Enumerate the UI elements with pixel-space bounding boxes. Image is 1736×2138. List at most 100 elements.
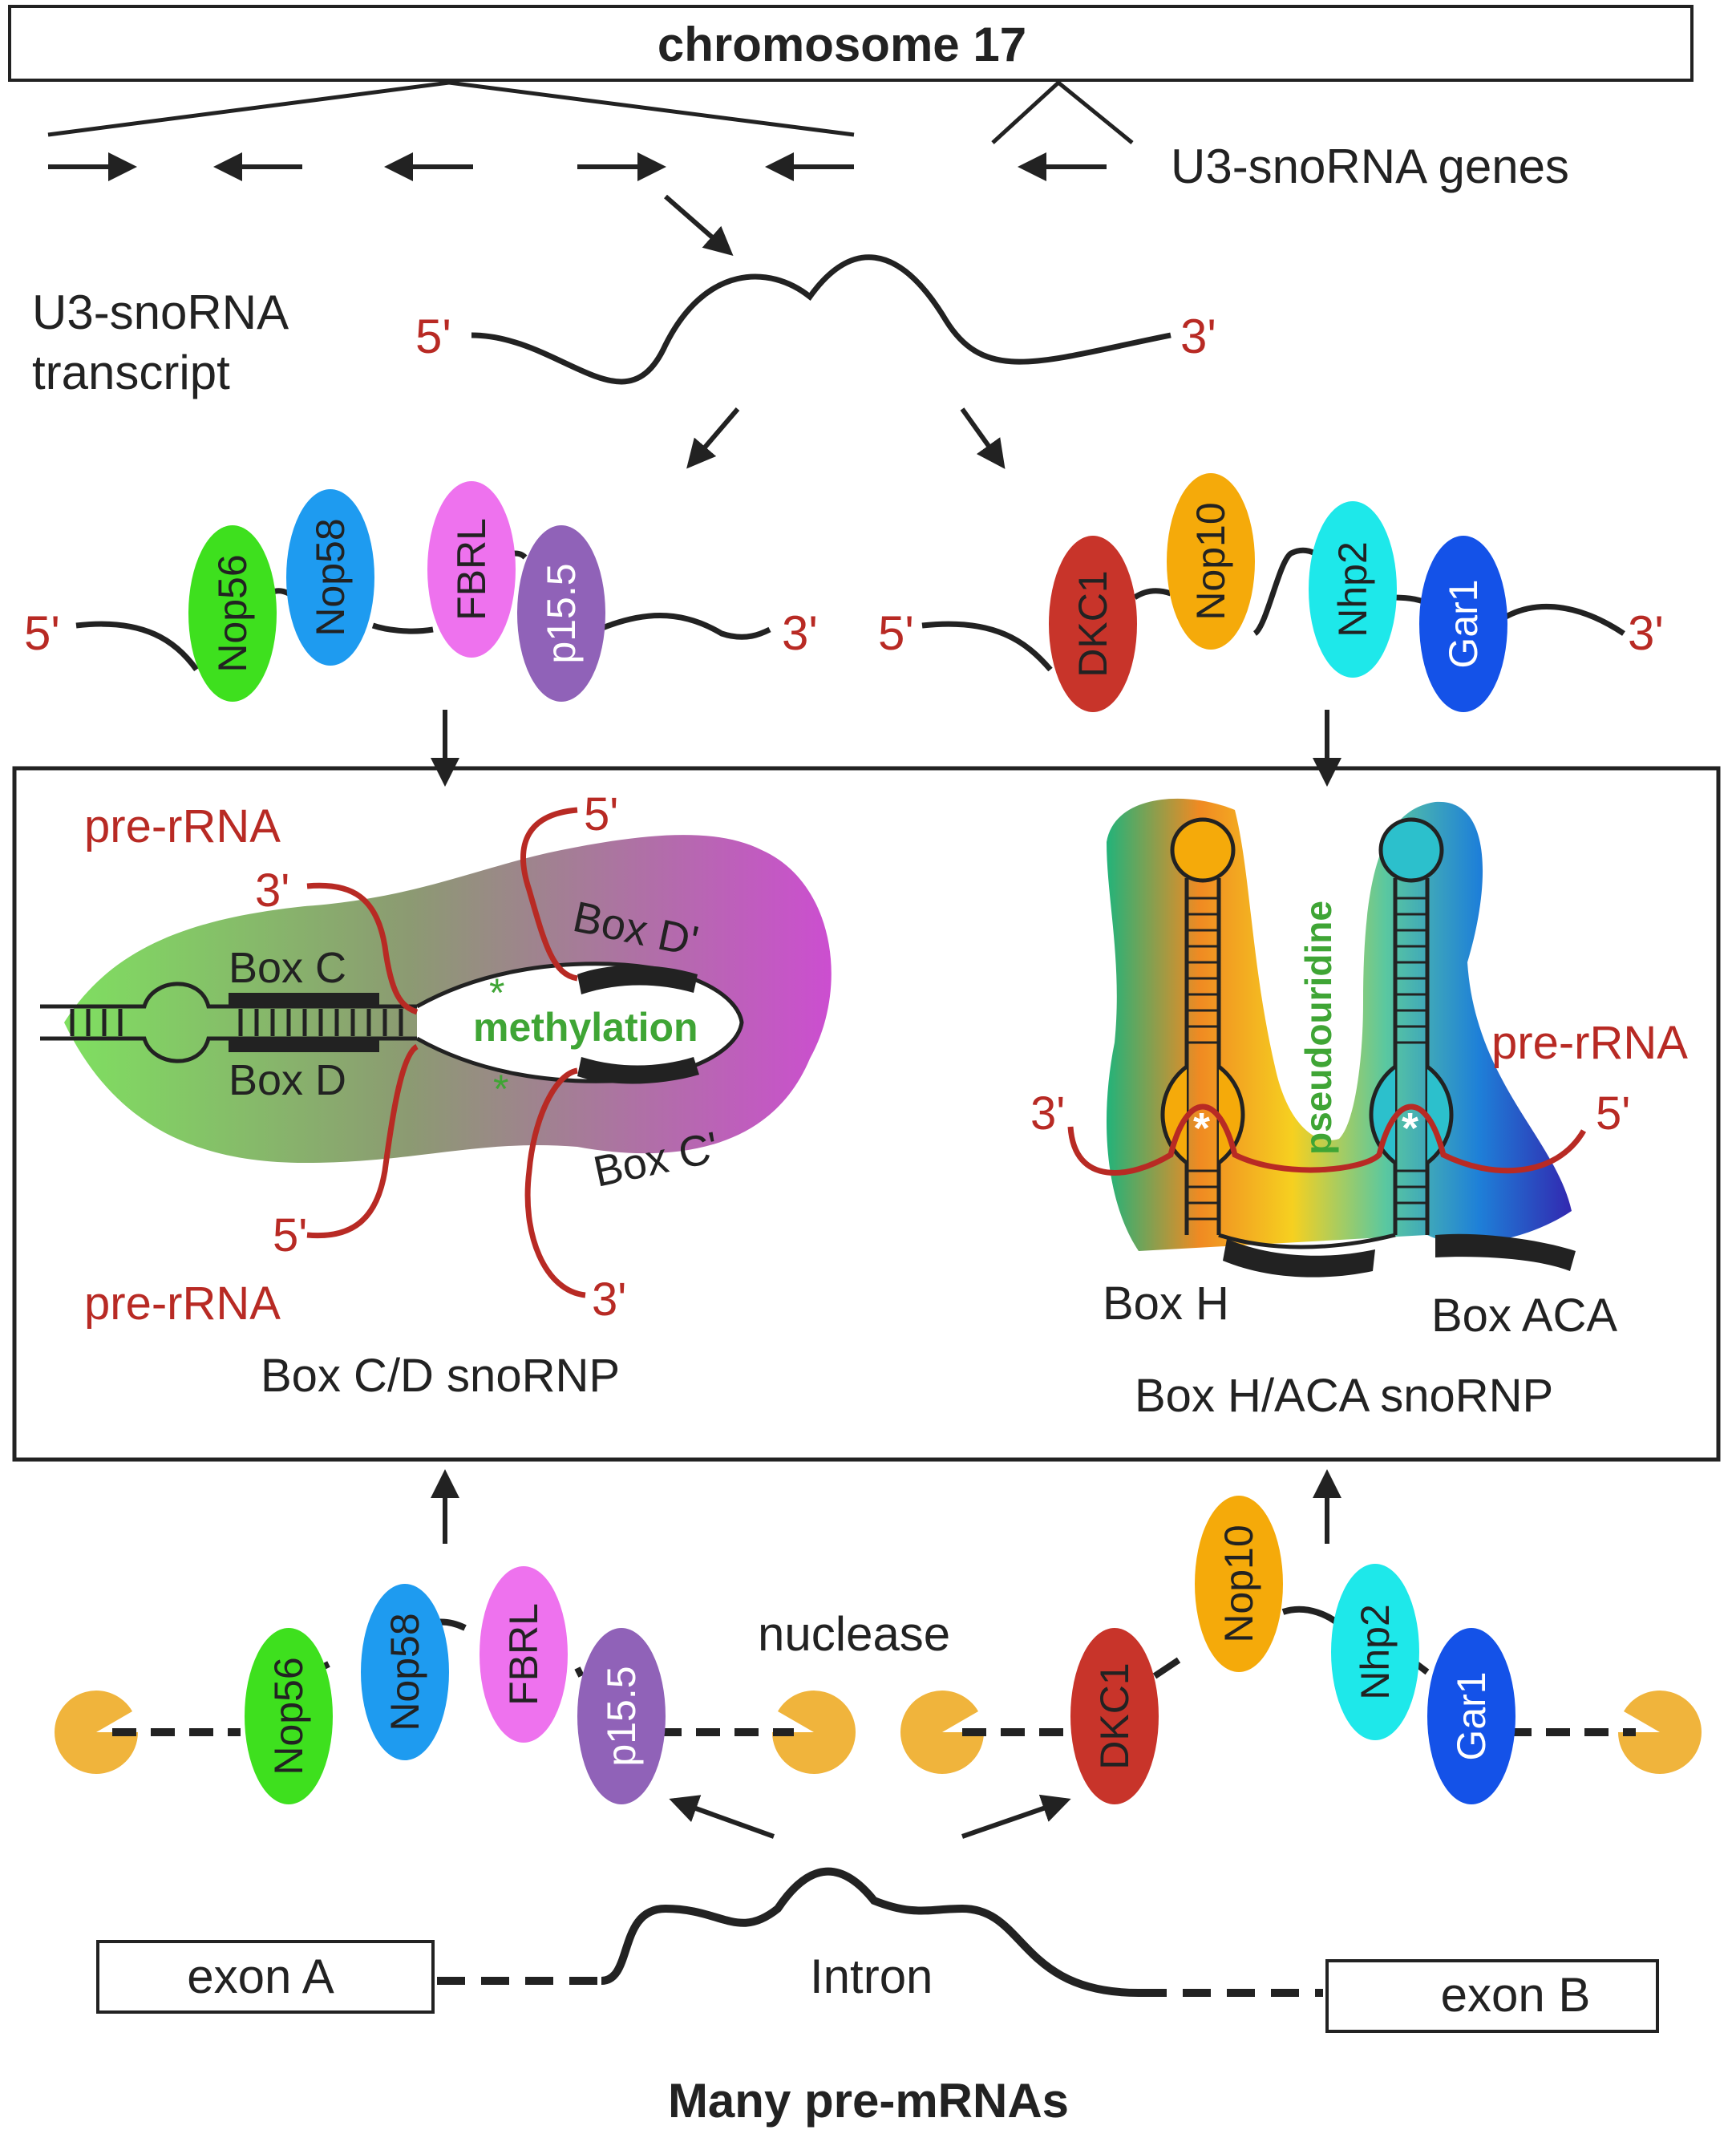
box-c-bar [229, 993, 379, 1007]
nop10-ellipse [1167, 473, 1255, 650]
hairpin-right-stem [1393, 878, 1430, 1235]
cd-left-5prime: 5' [273, 1209, 307, 1261]
cd-stem-strands [40, 982, 417, 1063]
haca-assembly-top: 5' 3' DKC1 Nop10 Nhp2 Gar1 [878, 473, 1664, 712]
nop10-label: Nop10 [1188, 502, 1233, 620]
box-d-prime-bar [577, 965, 698, 994]
hairpin-right-pocket [1369, 1065, 1454, 1164]
transcript-section: U3-snoRNA transcript 5' 3' [32, 254, 1216, 399]
cd-prerrna-top-label: pre-rRNA [84, 800, 281, 852]
nhp2-bottom-label: Nhp2 [1353, 1604, 1398, 1700]
exon-a-label: exon A [187, 1950, 334, 2003]
cd-right-5prime: 5' [584, 788, 618, 840]
box-c-prime-bar [577, 1057, 699, 1084]
fbrl-bottom-label: FBRL [501, 1603, 546, 1706]
haca-top-3prime: 3' [1628, 606, 1664, 660]
arrow-to-cd-assembly [686, 407, 740, 469]
methylation-star-top: * [489, 970, 504, 1015]
box-c-label: Box C [229, 944, 346, 992]
hairpin-right-loop [1378, 817, 1444, 883]
dkc1-bottom-ellipse [1070, 1628, 1159, 1804]
haca-snornp: * * pseudouridine pre-rRNA 3' 5' Box H B… [1030, 798, 1688, 1422]
cd-right-3prime: 3' [592, 1273, 626, 1326]
nuclease-cd-left [55, 1691, 138, 1774]
dkc1-bottom-label: DKC1 [1092, 1662, 1137, 1769]
nhp2-ellipse [1309, 501, 1397, 678]
transcript-3prime: 3' [1180, 310, 1216, 363]
nop58-ellipse [286, 489, 374, 666]
intron-strand [601, 1867, 1139, 1997]
cd-top-3prime: 3' [782, 606, 818, 660]
nuclease-haca-left [900, 1691, 984, 1774]
gar1-bottom-ellipse [1427, 1628, 1515, 1804]
nhp2-label: Nhp2 [1330, 541, 1375, 638]
nop58-bottom-label: Nop58 [382, 1613, 427, 1731]
pseudouridine-label: pseudouridine [1297, 901, 1339, 1155]
cd-assembly-top: 5' 3' Nop56 Nop58 FBRL p15.5 [24, 481, 818, 702]
box-h-label: Box H [1103, 1278, 1229, 1330]
fbrl-label: FBRL [449, 518, 494, 621]
p155-ellipse [517, 525, 605, 702]
nhp2-bottom-ellipse [1331, 1564, 1419, 1740]
nop56-bottom-label: Nop56 [266, 1657, 311, 1775]
pre-mrna-section: exon A exon B Intron Many pre-mRNAs [96, 1867, 1659, 2128]
cd-white-loop [415, 962, 744, 1083]
cd-prerrna-right [520, 807, 586, 1298]
box-aca-bar [1435, 1233, 1576, 1271]
nuclease-label: nuclease [758, 1607, 950, 1661]
box-d-bar [229, 1038, 379, 1052]
haca-assembly-bottom: DKC1 Nop10 Nhp2 Gar1 [900, 1496, 1702, 1804]
p155-bottom-label: p15.5 [599, 1666, 644, 1766]
hairpin-left-loop [1170, 817, 1236, 883]
gar1-label: Gar1 [1441, 579, 1486, 668]
cd-top-strand [75, 550, 771, 672]
haca-prerrna [1067, 1103, 1587, 1176]
cd-snornp: pre-rRNA pre-rRNA 3' 5' 5' 3' Box C Box … [40, 788, 832, 1402]
hairpin-right-rungs [1397, 897, 1426, 1221]
intron-label: Intron [810, 1950, 933, 2003]
haca-3prime: 3' [1030, 1087, 1065, 1140]
fbrl-bottom-ellipse [480, 1566, 568, 1743]
cd-prerrna-bottom-label: pre-rRNA [84, 1278, 281, 1330]
box-d-label: Box D [229, 1056, 346, 1104]
arrow-intron-to-haca [961, 1794, 1071, 1839]
nop10-bottom-label: Nop10 [1216, 1525, 1261, 1642]
arrow-intron-to-cd [669, 1795, 775, 1839]
nuclease-haca-right [1618, 1691, 1702, 1774]
hairpin-left-rungs [1188, 897, 1217, 1221]
cd-left-3prime: 3' [255, 865, 289, 917]
nop56-label: Nop56 [210, 554, 255, 672]
cd-snornp-caption: Box C/D snoRNP [261, 1350, 620, 1402]
haca-5prime: 5' [1596, 1087, 1630, 1140]
haca-top-5prime: 5' [878, 606, 914, 660]
transcript-5prime: 5' [415, 310, 451, 363]
haca-linker [1218, 1233, 1396, 1249]
transcript-label-line2: transcript [32, 346, 230, 399]
cd-prerrna-left [306, 882, 419, 1239]
box-h-bar [1223, 1239, 1375, 1278]
genes-label: U3-snoRNA genes [1171, 140, 1569, 193]
nop10-bottom-ellipse [1195, 1496, 1283, 1672]
arrow-to-haca-assembly [960, 407, 1006, 469]
exon-b-box [1325, 1959, 1659, 2033]
snornp-frame [12, 766, 1721, 1462]
gar1-bottom-label: Gar1 [1449, 1671, 1494, 1760]
exon-a-box [96, 1940, 435, 2014]
dkc1-ellipse [1049, 536, 1137, 712]
fbrl-ellipse [427, 481, 516, 658]
transcript-label-line1: U3-snoRNA [32, 285, 289, 339]
chromosome-section: chromosome 17 U3-snoRNA genes [8, 5, 1694, 193]
gene-cluster-bracket [47, 80, 855, 137]
p155-bottom-ellipse [577, 1628, 666, 1804]
gene-single-bracket [991, 79, 1134, 144]
haca-star-right: * [1402, 1104, 1418, 1152]
nop56-ellipse [188, 525, 277, 702]
cd-top-5prime: 5' [24, 606, 60, 660]
footer-title: Many pre-mRNAs [668, 2074, 1069, 2128]
nop58-bottom-ellipse [361, 1584, 449, 1760]
exon-b-label: exon B [1441, 1968, 1591, 2022]
nop56-bottom-ellipse [245, 1628, 333, 1804]
arrow-to-transcript [664, 194, 734, 256]
p155-label: p15.5 [539, 563, 584, 663]
box-aca-label: Box ACA [1431, 1290, 1617, 1342]
